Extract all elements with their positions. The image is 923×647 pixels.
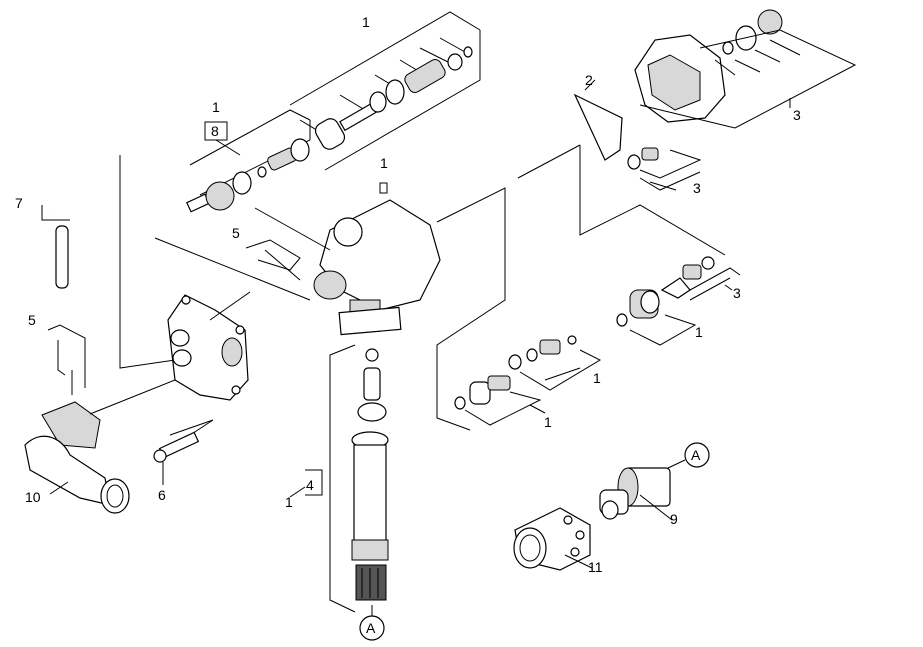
label-7: 7 <box>15 195 23 211</box>
hose-part-7: 7 <box>15 93 123 289</box>
label-1-top: 1 <box>362 14 370 30</box>
clip-part-5-lower: 5 <box>28 312 86 395</box>
label-1-sub: 1 <box>212 99 220 115</box>
label-3-mid: 3 <box>693 180 701 196</box>
label-1-center: 1 <box>380 155 388 171</box>
label-1-left4: 1 <box>285 494 293 510</box>
label-3-lower: 3 <box>733 285 741 301</box>
spring-group-3-lower: 3 <box>660 256 741 301</box>
label-2: 2 <box>585 72 593 88</box>
filter-stack-4: 4 1 <box>285 344 389 613</box>
callout-a-bottom: A <box>359 605 385 641</box>
label-5-upper: 5 <box>232 225 240 241</box>
label-10: 10 <box>25 489 41 505</box>
label-1-r3: 1 <box>544 414 552 430</box>
clip-part-5-upper: 5 <box>232 225 301 281</box>
label-1-r2: 1 <box>593 370 601 386</box>
coupling-part-11: 11 <box>513 507 603 575</box>
label-8: 8 <box>211 123 219 139</box>
label-11: 11 <box>588 559 603 575</box>
callout-a-right: A <box>667 442 710 469</box>
label-1-r1: 1 <box>695 324 703 340</box>
elbow-part-10: 10 <box>24 379 176 514</box>
sub-valve-assembly: 1 8 <box>186 99 311 213</box>
label-4: 4 <box>306 477 314 493</box>
spring-group-3-mid: 3 <box>627 147 702 196</box>
label-3-top: 3 <box>793 107 801 123</box>
label-5-lower: 5 <box>28 312 36 328</box>
valve-group-1-lower: 1 <box>454 375 552 430</box>
screw-part-6: 6 <box>153 419 214 503</box>
valve-group-1-mid: 1 <box>508 335 602 391</box>
label-6: 6 <box>158 487 166 503</box>
pump-head-body: 1 <box>154 155 441 336</box>
top-right-housing: 3 <box>634 9 857 129</box>
inlet-body <box>167 291 251 401</box>
callout-a-bottom-text: A <box>366 620 376 636</box>
gasket-part-2: 2 <box>573 72 623 161</box>
top-valve-assembly: 1 <box>289 11 481 171</box>
callout-a-right-text: A <box>691 447 701 463</box>
valve-group-1-right: 1 <box>616 289 703 346</box>
connector-part-9: 9 <box>599 467 678 527</box>
label-9: 9 <box>670 511 678 527</box>
